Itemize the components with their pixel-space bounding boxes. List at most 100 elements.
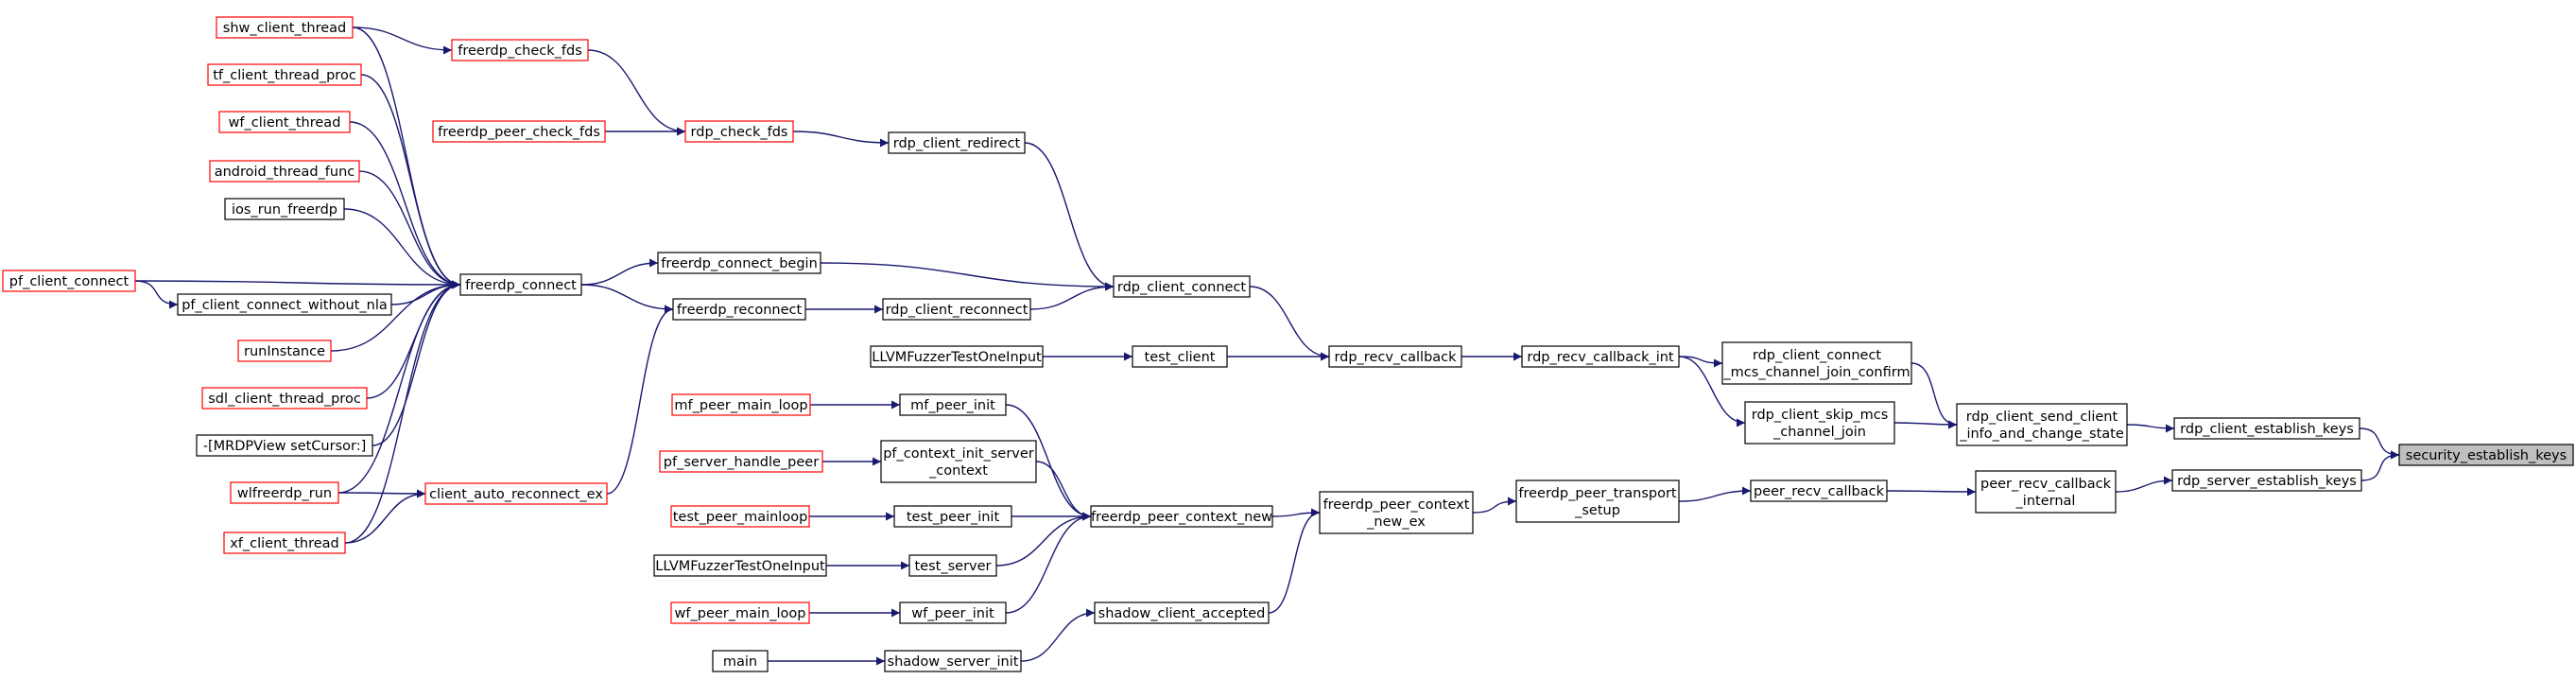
node-label: mf_peer_main_loop [674,398,807,413]
edge-rdp-check-fds-to-rdp-client-redirect [792,131,890,148]
node-box [671,393,811,416]
node-label: rdp_check_fds [691,125,788,140]
node-box [672,298,806,321]
node-ios-run-freerdp: ios_run_freerdp [224,198,345,220]
edge-android-thread-func-to-freerdp-connect [358,170,461,289]
node-freerdp-peer-context-new: freerdp_peer_context_new [1090,505,1273,528]
edge-peer-recv-callback-to-peer-recv-callback-internal [1886,487,1977,497]
node-box [218,111,351,133]
node-security-establish-keys: security_establish_keys [2398,444,2574,466]
node-label: tf_client_thread_proc [213,68,356,83]
node-box [424,482,608,505]
node-rdp-client-establish-keys: rdp_client_establish_keys [2173,417,2360,440]
node-label: rdp_recv_callback_int [1527,350,1674,365]
edge-shw-client-thread-to-freerdp-connect [352,26,461,289]
node-label: peer_recv_callback [1980,477,2112,492]
node-rdp-server-establish-keys: rdp_server_establish_keys [2171,469,2362,492]
node-box [670,602,810,624]
node-box [1521,345,1680,368]
node-label: pf_client_connect [9,274,130,289]
node-wlfreerdp-run[interactable]: wlfreerdp_run [230,481,339,504]
node-label: rdp_client_skip_mcs [1752,408,1889,423]
node-shadow-server-init: shadow_server_init [884,650,1022,672]
node-sdl-client-thread-proc[interactable]: sdl_client_thread_proc [201,387,368,410]
node-label: freerdp_peer_transport [1518,486,1677,501]
node-rdp-client-connect-mcs: rdp_client_connect_mcs_channel_join_conf… [1721,341,1912,385]
node-pf-client-connect[interactable]: pf_client_connect [2,270,136,292]
edge-runinstance-to-freerdp-connect [330,280,461,352]
edge-rdp-client-connect-mcs-to-rdp-client-send-client-info [1910,362,1958,429]
node-rdp-check-fds[interactable]: rdp_check_fds [684,120,794,143]
node-label: -[MRDPView setCursor:] [203,439,367,454]
node-test-peer-mainloop[interactable]: test_peer_mainloop [670,505,810,528]
node-runinstance[interactable]: runInstance [237,340,332,362]
node-wf-client-thread[interactable]: wf_client_thread [218,111,351,133]
node-mrdp-setcursor: -[MRDPView setCursor:] [196,434,373,457]
node-label: freerdp_check_fds [458,44,582,59]
node-mf-peer-main-loop[interactable]: mf_peer_main_loop [671,393,811,416]
node-label: shadow_client_accepted [1098,606,1266,621]
node-label: wlfreerdp_run [237,486,332,501]
node-label: android_thread_func [215,165,355,180]
node-box [882,298,1031,321]
node-label: rdp_client_reconnect [886,303,1029,318]
edge-rdp-recv-callback-int-to-rdp-client-skip-mcs [1678,356,1746,427]
node-freerdp-peer-transport-setup: freerdp_peer_transport _setup [1515,479,1680,523]
edge-rdp-recv-callback-int-to-rdp-client-connect-mcs [1678,356,1723,368]
node-rdp-client-reconnect: rdp_client_reconnect [882,298,1031,321]
node-main: main [712,650,769,672]
node-client-auto-reconnect-ex[interactable]: client_auto_reconnect_ex [424,482,608,505]
node-freerdp-peer-check-fds[interactable]: freerdp_peer_check_fds [432,120,606,143]
node-label: ios_run_freerdp [232,202,337,218]
node-tf-client-thread-proc[interactable]: tf_client_thread_proc [207,63,362,86]
node-freerdp-check-fds[interactable]: freerdp_check_fds [451,39,589,61]
node-mf-peer-init: mf_peer_init [899,393,1007,416]
node-label: sdl_client_thread_proc [208,392,361,407]
node-label: _setup [1574,503,1620,518]
node-label: freerdp_peer_context [1323,497,1470,513]
edge-shw-client-thread-to-freerdp-check-fds [352,26,453,55]
node-label: test_client [1145,350,1216,365]
node-label: freerdp_peer_check_fds [438,125,600,140]
node-wf-peer-main-loop[interactable]: wf_peer_main_loop [670,602,810,624]
node-llvm-fuzzer-1: LLVMFuzzerTestOneInput [870,345,1044,368]
node-label: _new_ex [1366,514,1426,530]
node-shw-client-thread[interactable]: shw_client_thread [216,16,354,39]
edge-ios-run-freerdp-to-freerdp-connect [343,208,461,289]
node-box [2173,417,2360,440]
node-box [209,160,360,183]
edge-wf-client-thread-to-freerdp-connect [349,121,461,289]
node-box [1090,505,1273,528]
node-label: rdp_client_establish_keys [2180,422,2354,437]
node-label: mf_peer_init [910,398,995,413]
node-wf-peer-init: wf_peer_init [899,602,1007,624]
node-freerdp-peer-context-new-ex: freerdp_peer_context_new_ex [1319,491,1474,534]
edges-layer [134,26,2400,666]
edge-rdp-client-reconnect-to-rdp-client-connect [1029,282,1115,310]
node-peer-recv-callback: peer_recv_callback [1750,479,1888,502]
edge-freerdp-connect-to-freerdp-connect-begin [580,258,659,286]
node-label: freerdp_peer_context_new [1091,510,1272,525]
node-box [1328,345,1462,368]
node-android-thread-func[interactable]: android_thread_func [209,160,360,183]
node-pf-server-handle-peer[interactable]: pf_server_handle_peer [659,450,823,473]
node-box [207,63,362,86]
edge-freerdp-connect-to-freerdp-reconnect [580,284,674,314]
node-box [2171,469,2362,492]
node-box [224,198,345,220]
node-box [884,650,1022,672]
node-box [1113,275,1251,298]
node-label: wf_client_thread [229,115,341,131]
node-box [870,345,1044,368]
node-box [237,340,332,362]
node-box [684,120,794,143]
node-xf-client-thread[interactable]: xf_client_thread [223,532,346,554]
node-box [2398,444,2574,466]
node-label: test_peer_mainloop [673,510,808,525]
node-box [908,554,997,577]
node-test-client: test_client [1132,345,1228,368]
node-label: client_auto_reconnect_ex [429,487,603,502]
node-peer-recv-callback-internal: peer_recv_callback_internal [1975,470,2117,514]
node-rdp-client-connect: rdp_client_connect [1113,275,1251,298]
node-label: freerdp_connect_begin [661,256,818,271]
